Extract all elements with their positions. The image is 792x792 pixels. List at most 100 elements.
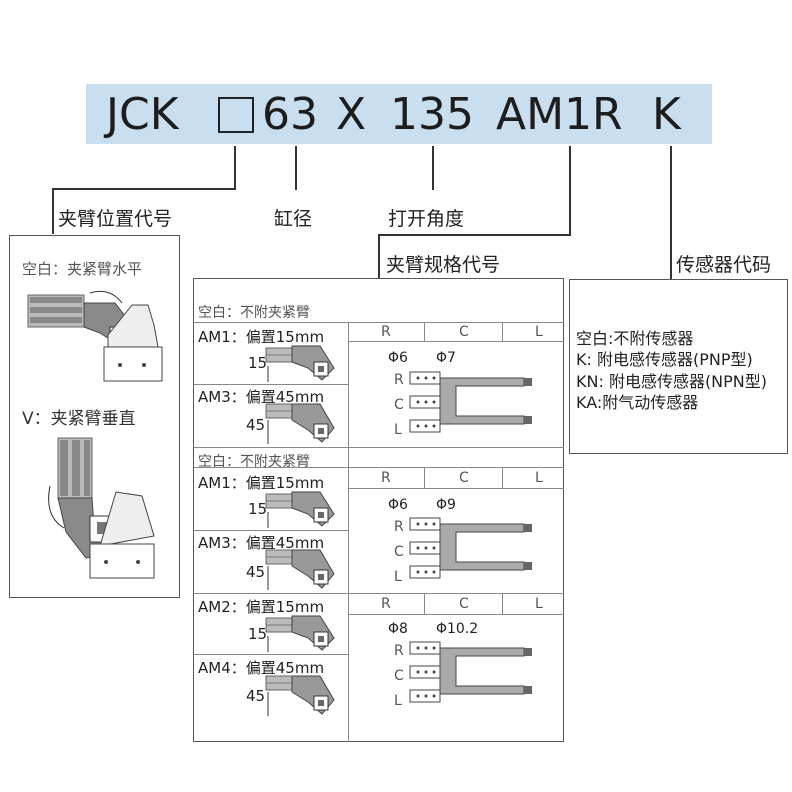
group3-dia2: Φ10.2 [436, 621, 479, 637]
group2-header-rule [193, 467, 564, 468]
group1-dia1: Φ6 [388, 350, 408, 366]
leader-angle [432, 146, 434, 190]
arm-drawing-g1-r1 [265, 345, 335, 382]
group3-row2-code: AM4 [198, 659, 231, 677]
group3-row1-desc: ：偏置15mm [230, 598, 325, 616]
group1-row2-code: AM3 [198, 388, 231, 406]
group2-row1-label: AM1：偏置15mm [198, 472, 324, 493]
group2-col-r: R [381, 470, 391, 486]
group3-dia1: Φ8 [388, 621, 408, 637]
group2-row2-code: AM3 [198, 534, 231, 552]
group2-row1-code: AM1 [198, 474, 231, 492]
group1-row1-label: AM1：偏置15mm [198, 326, 324, 347]
group1-col-c: C [459, 324, 469, 340]
group2-row1-offset: 15 [248, 500, 268, 518]
group2-row1-desc: ：偏置15mm [230, 474, 325, 492]
group2-col-l: L [535, 470, 543, 486]
group3-pos-l: L [394, 693, 402, 709]
group2-dia2: Φ9 [436, 497, 456, 513]
group2-row-divider [193, 530, 348, 531]
group1-pos-r: R [394, 372, 404, 388]
group1-col-r: R [381, 324, 391, 340]
code-bore: 63 [262, 89, 318, 140]
group3-col-c: C [459, 596, 469, 612]
vertical-clamp-illustration [48, 437, 155, 579]
label-arm-spec-code: 夹臂规格代号 [386, 254, 501, 276]
group2-col-sep2 [502, 468, 503, 488]
label-bore: 缸径 [274, 208, 313, 230]
group2-col-rule [348, 488, 564, 489]
group1-row1-offset: 15 [248, 354, 268, 372]
group1-row2-desc: ：偏置45mm [230, 388, 325, 406]
group3-col-l: L [535, 596, 543, 612]
group1-header: 空白：不附夹紧臂 [198, 305, 310, 321]
group1-pos-l: L [394, 422, 402, 438]
leader-position-h [52, 188, 236, 190]
group1-col-sep1 [424, 322, 425, 341]
fork-arm-g3 [409, 641, 532, 703]
group2-pos-l: L [394, 569, 402, 585]
leader-sensor [670, 146, 672, 280]
sensor-line-kn: KN: 附电感传感器(NPN型) [576, 372, 768, 391]
group1-col-l: L [535, 324, 543, 340]
group2-row2-offset: 45 [246, 563, 266, 581]
code-prefix: JCK [106, 89, 179, 140]
group1-col-sep2 [502, 322, 503, 341]
group3-row1-offset: 15 [248, 625, 268, 643]
group2-row2-label: AM3：偏置45mm [198, 532, 324, 553]
code-arm: AM1R [496, 89, 623, 140]
group3-col-r: R [381, 596, 391, 612]
code-blank-box [218, 97, 254, 133]
label-opening-angle: 打开角度 [388, 208, 465, 230]
arm-drawing-g2-r2 [265, 549, 335, 590]
column-separator [348, 322, 349, 742]
group3-col-sep2 [502, 594, 503, 614]
group1-row2-label: AM3：偏置45mm [198, 386, 324, 407]
group-divider-1 [193, 447, 564, 448]
code-sensor: K [652, 89, 681, 140]
group1-row2-offset: 45 [246, 416, 266, 434]
arm-drawing-g3-r1 [265, 615, 335, 652]
group2-col-c: C [459, 470, 469, 486]
arm-drawing-g3-r2 [265, 675, 335, 716]
arm-drawing-g2-r1 [265, 491, 335, 528]
group1-row1-desc: ：偏置15mm [230, 328, 325, 346]
fork-arm-g2 [409, 517, 532, 579]
horizontal-clamp-illustration [27, 290, 163, 382]
fork-arm-g1 [409, 371, 532, 433]
group3-pos-c: C [394, 668, 404, 684]
group3-col-sep1 [424, 594, 425, 614]
leader-bore [295, 146, 297, 190]
leader-position-v [234, 146, 236, 190]
sensor-panel [569, 279, 788, 454]
group3-row1-label: AM2：偏置15mm [198, 596, 324, 617]
group3-row1-code: AM2 [198, 598, 231, 616]
model-code-banner [86, 84, 712, 144]
group-divider-2 [193, 593, 564, 594]
group3-row2-desc: ：偏置45mm [230, 659, 325, 677]
position-v-text: V：夹紧臂垂直 [22, 409, 136, 429]
group3-row2-label: AM4：偏置45mm [198, 657, 324, 678]
group1-row-divider [193, 384, 348, 385]
group3-col-rule [348, 614, 564, 615]
group3-row-divider [193, 654, 348, 655]
arm-drawing-g1-r2 [265, 403, 335, 444]
sensor-line-blank: 空白:不附传感器 [576, 329, 694, 348]
group1-pos-c: C [394, 397, 404, 413]
group2-pos-c: C [394, 544, 404, 560]
group1-row1-code: AM1 [198, 328, 231, 346]
leader-position-drop [52, 188, 54, 234]
sensor-line-ka: KA:附气动传感器 [576, 393, 699, 412]
group2-col-sep1 [424, 468, 425, 488]
code-angle: 135 [390, 89, 474, 140]
sensor-line-k: K: 附电感传感器(PNP型) [576, 350, 753, 369]
group1-col-rule-bottom [348, 341, 564, 342]
label-sensor-code: 传感器代码 [676, 254, 772, 276]
position-blank-text: 空白：夹紧臂水平 [22, 260, 143, 278]
group3-pos-r: R [394, 643, 404, 659]
group1-dia2: Φ7 [436, 350, 456, 366]
code-separator: X [336, 89, 367, 140]
group3-row2-offset: 45 [246, 687, 266, 705]
group2-header: 空白：不附夹紧臂 [198, 454, 310, 470]
leader-spec-v [569, 146, 571, 236]
